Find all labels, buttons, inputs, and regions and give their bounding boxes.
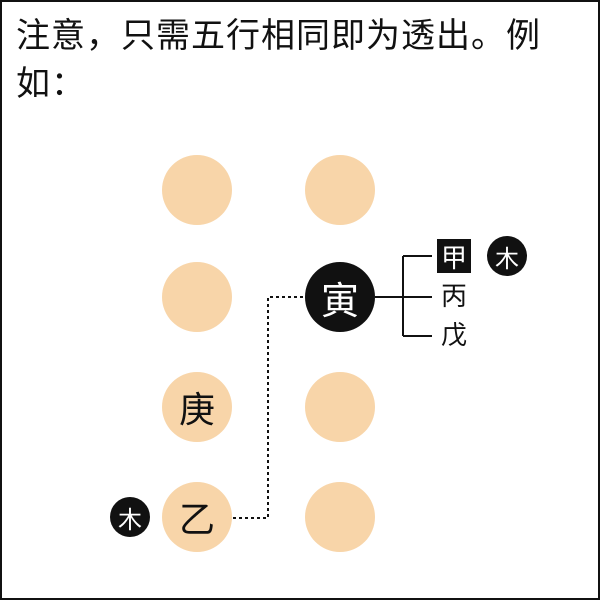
branch-circle-text: 寅 <box>320 278 359 323</box>
hidden-stem-1-text: 甲 <box>440 243 467 274</box>
right-circle-4 <box>305 482 375 552</box>
left-circle-2 <box>162 262 232 332</box>
dotted-connector <box>233 296 305 519</box>
wood-badge-top: 木 <box>487 236 527 276</box>
left-circle-3: 庚 <box>162 372 232 442</box>
left-circle-4: 乙 <box>162 482 232 552</box>
page-title: 注意，只需五行相同即为透出。例如： <box>16 16 541 104</box>
wood-badge-top-text: 木 <box>495 244 519 273</box>
wood-badge-bottom-text: 木 <box>118 505 142 534</box>
left-circle-3-text: 庚 <box>178 390 215 431</box>
branch-circle: 寅 <box>305 262 375 332</box>
hidden-stem-2: 丙 <box>441 282 468 312</box>
wood-badge-bottom: 木 <box>110 497 150 537</box>
hidden-stem-3: 戊 <box>441 321 468 351</box>
left-circle-1 <box>162 155 232 225</box>
left-circle-4-text: 乙 <box>178 500 215 541</box>
hidden-stem-1: 甲 <box>437 239 471 274</box>
right-circle-3 <box>305 372 375 442</box>
right-circle-1 <box>305 155 375 225</box>
